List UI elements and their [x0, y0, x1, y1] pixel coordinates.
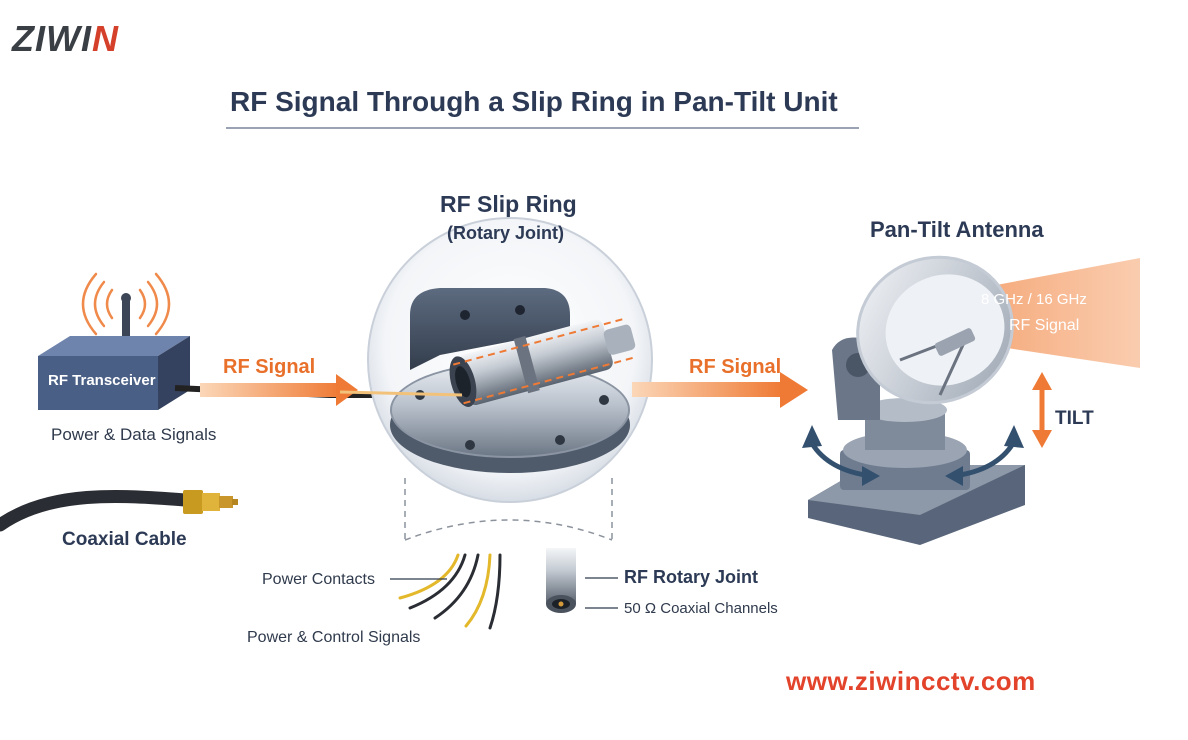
brand-logo-text-b: N: [91, 18, 119, 59]
beam-signal-label: RF Signal: [1009, 317, 1080, 334]
title-underline: [226, 127, 859, 129]
pan-arrowhead-right: [945, 466, 963, 486]
coaxial-cable-label: Coaxial Cable: [62, 529, 187, 550]
pan-arrowhead-left: [862, 466, 880, 486]
tilt-arrow-icon: [1032, 372, 1052, 448]
beam-frequency-label: 8 GHz / 16 GHz: [981, 291, 1087, 308]
website-link[interactable]: www.ziwincctv.com: [786, 666, 1036, 696]
pan-arrowhead-right-top: [1004, 425, 1024, 448]
slip-ring-heading: RF Slip Ring: [440, 191, 577, 217]
brand-logo-text-a: ZIWI: [12, 18, 92, 59]
pan-tilt-unit: [808, 255, 1025, 545]
brand-logo: ZIWIN: [12, 18, 119, 60]
detail-guide-lines: [404, 478, 613, 541]
coax-channels-label: 50 Ω Coaxial Channels: [624, 600, 778, 617]
power-control-label: Power & Control Signals: [247, 629, 421, 646]
rf-signal-arrow-left: [200, 374, 358, 406]
wifi-waves-icon: [81, 272, 171, 336]
pan-arrowhead-left-top: [802, 425, 822, 448]
rf-signal-label-left: RF Signal: [223, 356, 316, 378]
slip-ring-subheading: (Rotary Joint): [447, 223, 564, 243]
transceiver-label: RF Transceiver: [48, 372, 156, 389]
rotary-joint-label: RF Rotary Joint: [624, 567, 759, 587]
rf-signal-arrow-right: [632, 372, 808, 408]
power-contact-wires: [398, 553, 502, 630]
coaxial-cable-icon: [0, 489, 238, 532]
page-title: RF Signal Through a Slip Ring in Pan-Til…: [230, 86, 838, 117]
tilt-label: TILT: [1055, 408, 1094, 429]
power-contacts-label: Power Contacts: [262, 571, 375, 588]
rf-signal-label-right: RF Signal: [689, 356, 782, 378]
pan-tilt-heading: Pan-Tilt Antenna: [870, 217, 1044, 242]
rf-beam: [890, 258, 1140, 368]
rotary-joint-coax-icon: [546, 548, 576, 613]
transceiver-box: [38, 336, 190, 410]
transceiver-caption: Power & Data Signals: [51, 425, 217, 444]
transceiver-antenna-icon: [121, 293, 131, 350]
slip-ring-magnifier: [339, 217, 653, 503]
